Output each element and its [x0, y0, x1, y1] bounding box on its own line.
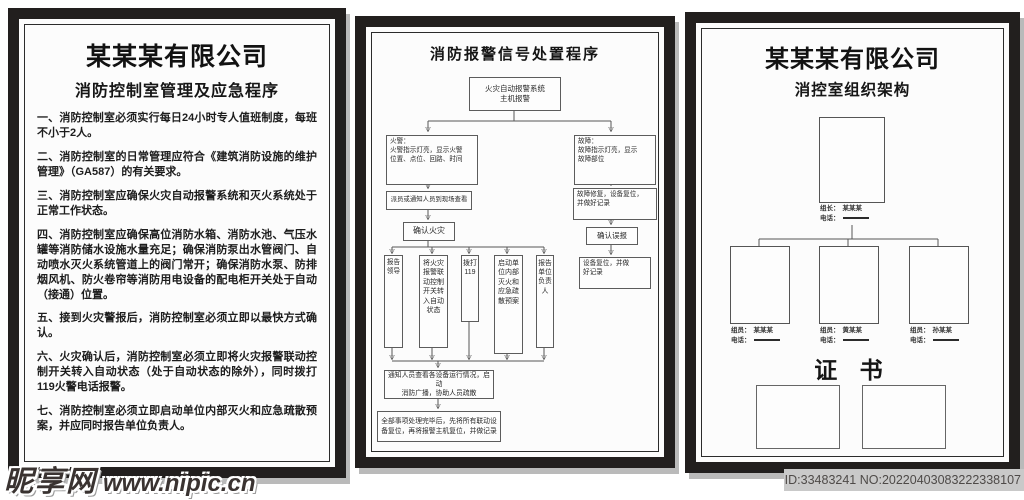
- flow-node-dispatch-check: 派员或通知人员到现场查看: [386, 191, 472, 210]
- flow-node-fault-alarm: 故障： 故障指示灯亮，显示 故障部位: [574, 135, 656, 185]
- procedure-item-5: 五、接到火灾警报后，消防控制室必须立即以最快方式确认。: [37, 312, 317, 340]
- poster-middle-content: 消防报警信号处置程序: [371, 32, 659, 452]
- member-name: 孙某某: [932, 327, 953, 334]
- flow-node-confirm-fire: 确认火灾: [403, 222, 455, 241]
- poster-middle-mat: 消防报警信号处置程序: [366, 27, 664, 457]
- procedure-item-7: 七、消防控制室必须立即启动单位内部灭火和应急疏散预案，并应同时报告单位负责人。: [37, 405, 317, 433]
- member-phone-label: 电话：: [820, 336, 840, 344]
- flow-node-fault-fix: 故障修复，设备复位， 并做好记录: [573, 188, 657, 220]
- poster-right-mat: 某某某有限公司 消控室组织架构 组长：某某某 电话： 组员：某某某 电话： 组员…: [696, 23, 1009, 462]
- member-role-label: 组员：: [731, 327, 751, 334]
- member-role-label: 组员：: [910, 327, 930, 334]
- flowchart: 火灾自动报警系统 主机报警 火警： 火警指示灯亮，显示火警 位置、点位、回路、时…: [372, 33, 658, 451]
- left-company-title: 某某某有限公司: [85, 43, 268, 71]
- flow-node-linkage-auto: 将火灾报警联动控制开关转入自动状态: [419, 255, 448, 348]
- leader-photo-placeholder: [819, 117, 885, 203]
- flow-node-fire-alarm: 火警： 火警指示灯亮，显示火警 位置、点位、回路、时间: [386, 135, 478, 185]
- leader-name: 某某某: [842, 205, 863, 212]
- right-company-title: 某某某有限公司: [765, 46, 940, 73]
- leader-role-label: 组长：: [820, 205, 840, 212]
- flow-node-device-reset: 设备复位，并做 好记录: [579, 257, 651, 289]
- member-label: 组员：黄某某 电话：: [820, 326, 869, 346]
- member-phone-label: 电话：: [731, 336, 751, 344]
- member-phone-line: [932, 339, 959, 342]
- leader-phone-label: 电话：: [820, 214, 840, 222]
- member-photo-placeholder: [730, 246, 790, 324]
- flow-node-confirm-false-alarm: 确认误报: [586, 227, 638, 245]
- member-phone-line: [753, 339, 780, 342]
- procedure-item-4: 四、消防控制室应确保高位消防水箱、消防水池、气压水罐等消防储水设施水量充足；确保…: [37, 228, 317, 301]
- poster-left-frame: 某某某有限公司 消防控制室管理及应急程序 一、消防控制室必须实行每日24小时专人…: [8, 8, 346, 478]
- leader-label: 组长：某某某 电话：: [820, 204, 869, 224]
- member-label: 组员：某某某 电话：: [731, 326, 780, 346]
- poster-right-frame: 某某某有限公司 消控室组织架构 组长：某某某 电话： 组员：某某某 电话： 组员…: [685, 12, 1020, 473]
- member-role-label: 组员：: [820, 327, 840, 334]
- procedure-item-3: 三、消防控制室应确保火灾自动报警系统和灭火系统处于正常工作状态。: [37, 189, 317, 217]
- member-photo-placeholder: [819, 246, 879, 324]
- left-poster-subtitle: 消防控制室管理及应急程序: [74, 83, 279, 100]
- member-name: 黄某某: [842, 327, 863, 334]
- right-poster-subtitle: 消控室组织架构: [794, 82, 911, 99]
- procedure-item-6: 六、火灾确认后，消防控制室必须立即将火灾报警联动控制开关转入自动状态（处于自动状…: [37, 351, 317, 394]
- member-photo-placeholder: [909, 246, 969, 324]
- poster-left-mat: 某某某有限公司 消防控制室管理及应急程序 一、消防控制室必须实行每日24小时专人…: [19, 19, 335, 467]
- certificate-placeholder: [756, 385, 840, 449]
- member-name: 某某某: [753, 327, 774, 334]
- procedure-item-1: 一、消防控制室必须实行每日24小时专人值班制度，每班不小于2人。: [37, 112, 317, 139]
- watermark-site-url: www.nipic.cn: [103, 470, 256, 497]
- member-label: 组员：孙某某 电话：: [910, 326, 959, 346]
- poster-left-content: 某某某有限公司 消防控制室管理及应急程序 一、消防控制室必须实行每日24小时专人…: [24, 24, 330, 462]
- left-paragraph-list: 一、消防控制室必须实行每日24小时专人值班制度，每班不小于2人。 二、消防控制室…: [37, 111, 317, 434]
- flow-node-notify-broadcast: 通知人员查看各设备运行情况，启动 消防广播，协助人员疏散: [384, 370, 494, 399]
- flow-node-alarm-host: 火灾自动报警系统 主机报警: [469, 77, 561, 111]
- procedure-item-2: 二、消防控制室的日常管理应符合《建筑消防设施的维护管理》（GA587）的有关要求…: [37, 150, 317, 178]
- leader-phone-line: [842, 217, 869, 220]
- watermark-site-name: 昵享网: [4, 466, 98, 498]
- poster-right-content: 某某某有限公司 消控室组织架构 组长：某某某 电话： 组员：某某某 电话： 组员…: [701, 28, 1004, 457]
- image-id-bar: ID:33483241 NO:20220403083222338107: [784, 469, 1024, 491]
- certificate-placeholder: [862, 385, 946, 449]
- flow-node-call-119: 拨打119: [461, 255, 479, 322]
- flow-node-start-plan: 启动单位内部灭火和应急疏散预案: [494, 255, 523, 354]
- member-phone-label: 电话：: [910, 336, 930, 344]
- member-phone-line: [842, 339, 869, 342]
- flow-node-final-reset: 全部事项处理完毕后，先将所有联动设 备复位，再将报警主机复位，并做记录: [377, 411, 501, 442]
- image-id-text: ID:33483241 NO:20220403083222338107: [784, 473, 1021, 487]
- poster-middle-frame: 消防报警信号处置程序: [355, 16, 675, 468]
- flowchart-title: 消防报警信号处置程序: [429, 46, 600, 63]
- flow-node-report-leader: 报告领导: [384, 255, 403, 348]
- certificate-heading: 证 书: [814, 357, 891, 383]
- flow-node-report-head: 报告单位负责人: [536, 255, 554, 348]
